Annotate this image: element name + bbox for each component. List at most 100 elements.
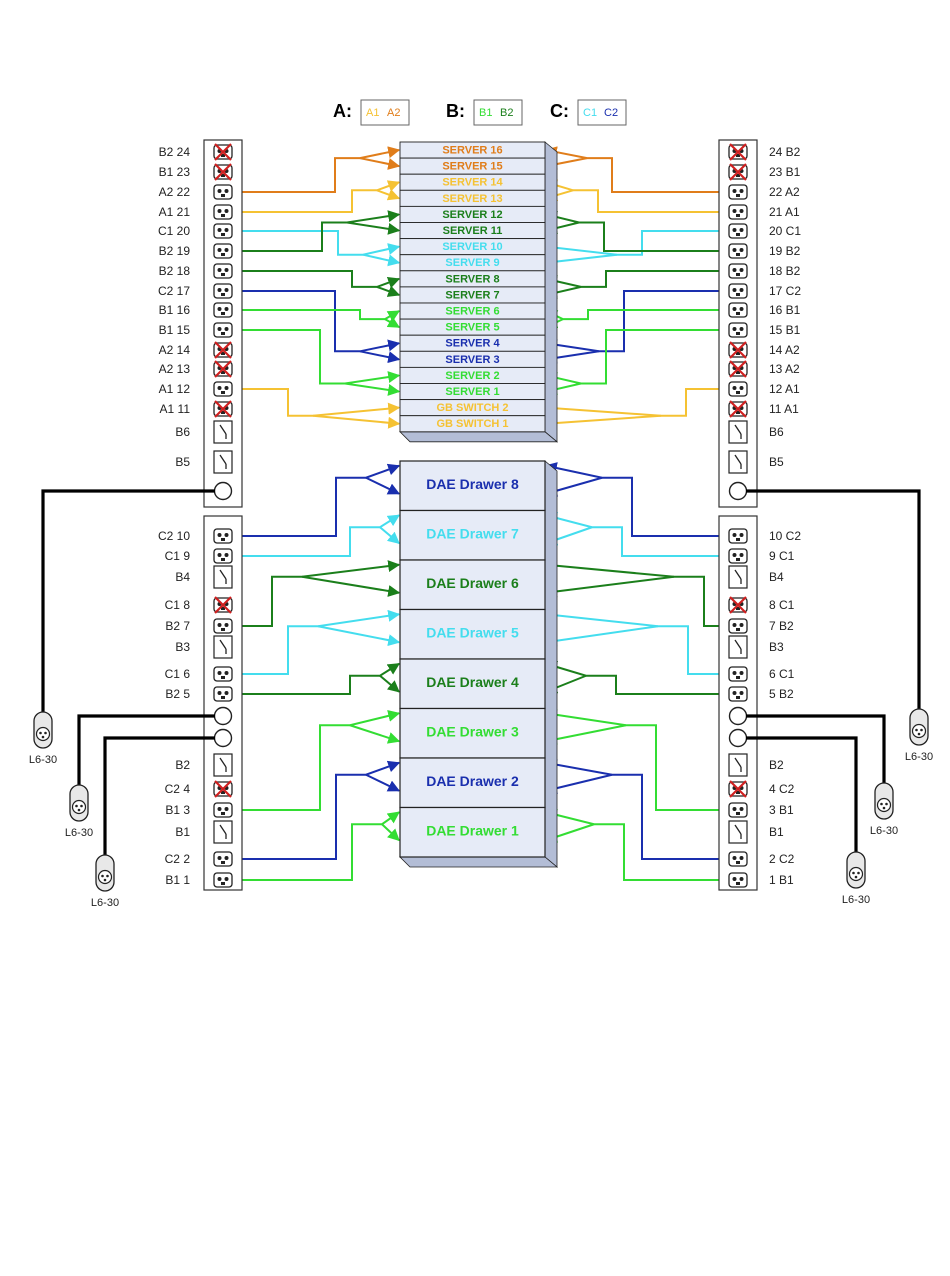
cable-left-lower-3 (233, 609, 401, 675)
cable-left-lower-branch-3 (317, 625, 401, 647)
server-label: SERVER 12 (442, 209, 502, 221)
port-label-right: 24 B2 (769, 145, 801, 159)
cable-left-lower-branch-7 (381, 823, 400, 842)
port-label-right: 15 B1 (769, 323, 801, 337)
cable-left-upper-5 (233, 290, 401, 353)
dae-label: DAE Drawer 7 (426, 526, 519, 542)
dae-drawer (399, 559, 546, 611)
cable-left-lower-7 (233, 811, 400, 881)
legend-phase-c1: C1 (583, 107, 597, 119)
outlet-right-lower-1 (728, 548, 748, 564)
server-label: SERVER 9 (445, 257, 499, 269)
outlet-left-0 (213, 143, 233, 161)
outlet-right-lower-6 (728, 666, 748, 682)
server-stack-bottom (399, 431, 559, 443)
port-label-left-lower: C2 10 (158, 529, 190, 543)
outlet-right-8 (728, 302, 748, 318)
outlet-right-lower-0 (728, 528, 748, 544)
server-stack-side (544, 141, 558, 443)
cable-left-upper-branch-1 (376, 189, 401, 201)
port-label-right-lower: B1 (769, 825, 784, 839)
plug-label: L6-30 (65, 827, 93, 839)
port-label-right: 21 A1 (769, 205, 800, 219)
server-label: SERVER 15 (442, 161, 502, 173)
outlet-left-13 (213, 400, 233, 418)
outlet-left-lower-12 (213, 802, 233, 818)
port-label-right: 11 A1 (769, 402, 799, 416)
breaker-right-b6 (728, 420, 748, 444)
port-label-left-lower: B1 3 (165, 803, 190, 817)
port-label-right-lower: 7 B2 (769, 619, 794, 633)
cord-ring-right-lower-8 (728, 706, 748, 726)
server-label: SERVER 7 (445, 289, 499, 301)
breaker-left-lower-13 (213, 820, 233, 844)
dae-drawer (399, 509, 546, 561)
cable-left-upper-4 (233, 270, 401, 289)
breaker-left-lower-5 (213, 635, 233, 659)
cable-left-lower-2 (233, 560, 401, 627)
outlet-right-1 (728, 163, 748, 181)
legend-phase-a2: A2 (387, 107, 400, 119)
outlet-right-lower-3 (728, 596, 748, 614)
server-label: GB SWITCH 2 (436, 402, 508, 414)
port-label-right-lower: B3 (769, 640, 784, 654)
l6-30-plug-left-1: L6-30 (29, 711, 57, 766)
server-label: SERVER 1 (445, 386, 499, 398)
server-label: SERVER 2 (445, 370, 499, 382)
server-label: SERVER 16 (442, 145, 502, 157)
plug-label: L6-30 (91, 897, 119, 909)
legend-box (577, 99, 627, 126)
legend-key-a: A: (333, 101, 352, 121)
port-label-left-lower: B4 (175, 570, 190, 584)
legend-phase-c2: C2 (604, 107, 618, 119)
outlet-left-lower-1 (213, 548, 233, 564)
outlet-left-9 (213, 322, 233, 338)
outlet-right-11 (728, 360, 748, 378)
port-label-left-lower: C1 9 (165, 549, 191, 563)
server-label: SERVER 6 (445, 306, 499, 318)
port-label-left: A2 22 (159, 185, 191, 199)
legend-key-c: C: (550, 101, 569, 121)
outlet-right-lower-15 (728, 872, 748, 888)
outlet-left-5 (213, 243, 233, 259)
cable-left-lower-5 (233, 709, 401, 811)
server-label: SERVER 13 (442, 193, 502, 205)
outlet-right-10 (728, 341, 748, 359)
port-label-right: 22 A2 (769, 185, 800, 199)
outlet-right-lower-7 (728, 686, 748, 702)
legend-box (360, 99, 410, 126)
outlet-left-7 (213, 283, 233, 299)
outlet-left-lower-7 (213, 686, 233, 702)
port-label-left-lower: C2 4 (165, 782, 191, 796)
port-label-left-lower: B2 (175, 758, 190, 772)
port-label-left-lower: B3 (175, 640, 190, 654)
server-label: SERVER 8 (445, 273, 499, 285)
legend-key-b: B: (446, 101, 465, 121)
dae-stack-bottom (399, 856, 559, 868)
outlet-left-2 (213, 184, 233, 200)
cable-left-upper-branch-4 (376, 285, 401, 297)
cable-left-lower-0 (233, 463, 401, 537)
port-label-right: 20 C1 (769, 224, 801, 238)
outlet-left-lower-14 (213, 851, 233, 867)
cable-left-upper-branch-2 (362, 253, 401, 267)
cord-left-lower-b (103, 736, 215, 858)
l6-30-plug-left-3: L6-30 (91, 854, 119, 909)
plug-label: L6-30 (870, 825, 898, 837)
breaker-right-lower-5 (728, 635, 748, 659)
breaker-label-left: B6 (175, 425, 190, 439)
dae-label: DAE Drawer 5 (426, 625, 519, 641)
port-label-left: A2 13 (159, 362, 191, 376)
cable-right-upper-branch-2 (544, 253, 618, 268)
cord-left-upper (41, 489, 215, 715)
port-label-right: 14 A2 (769, 343, 800, 357)
server-unit (399, 415, 546, 433)
cable-right-lower-3 (544, 609, 728, 675)
outlet-right-9 (728, 322, 748, 338)
port-label-left: A1 21 (159, 205, 191, 219)
cable-right-lower-0 (544, 462, 728, 537)
port-label-left: B2 18 (159, 264, 191, 278)
cable-left-upper-branch-0 (359, 157, 401, 170)
